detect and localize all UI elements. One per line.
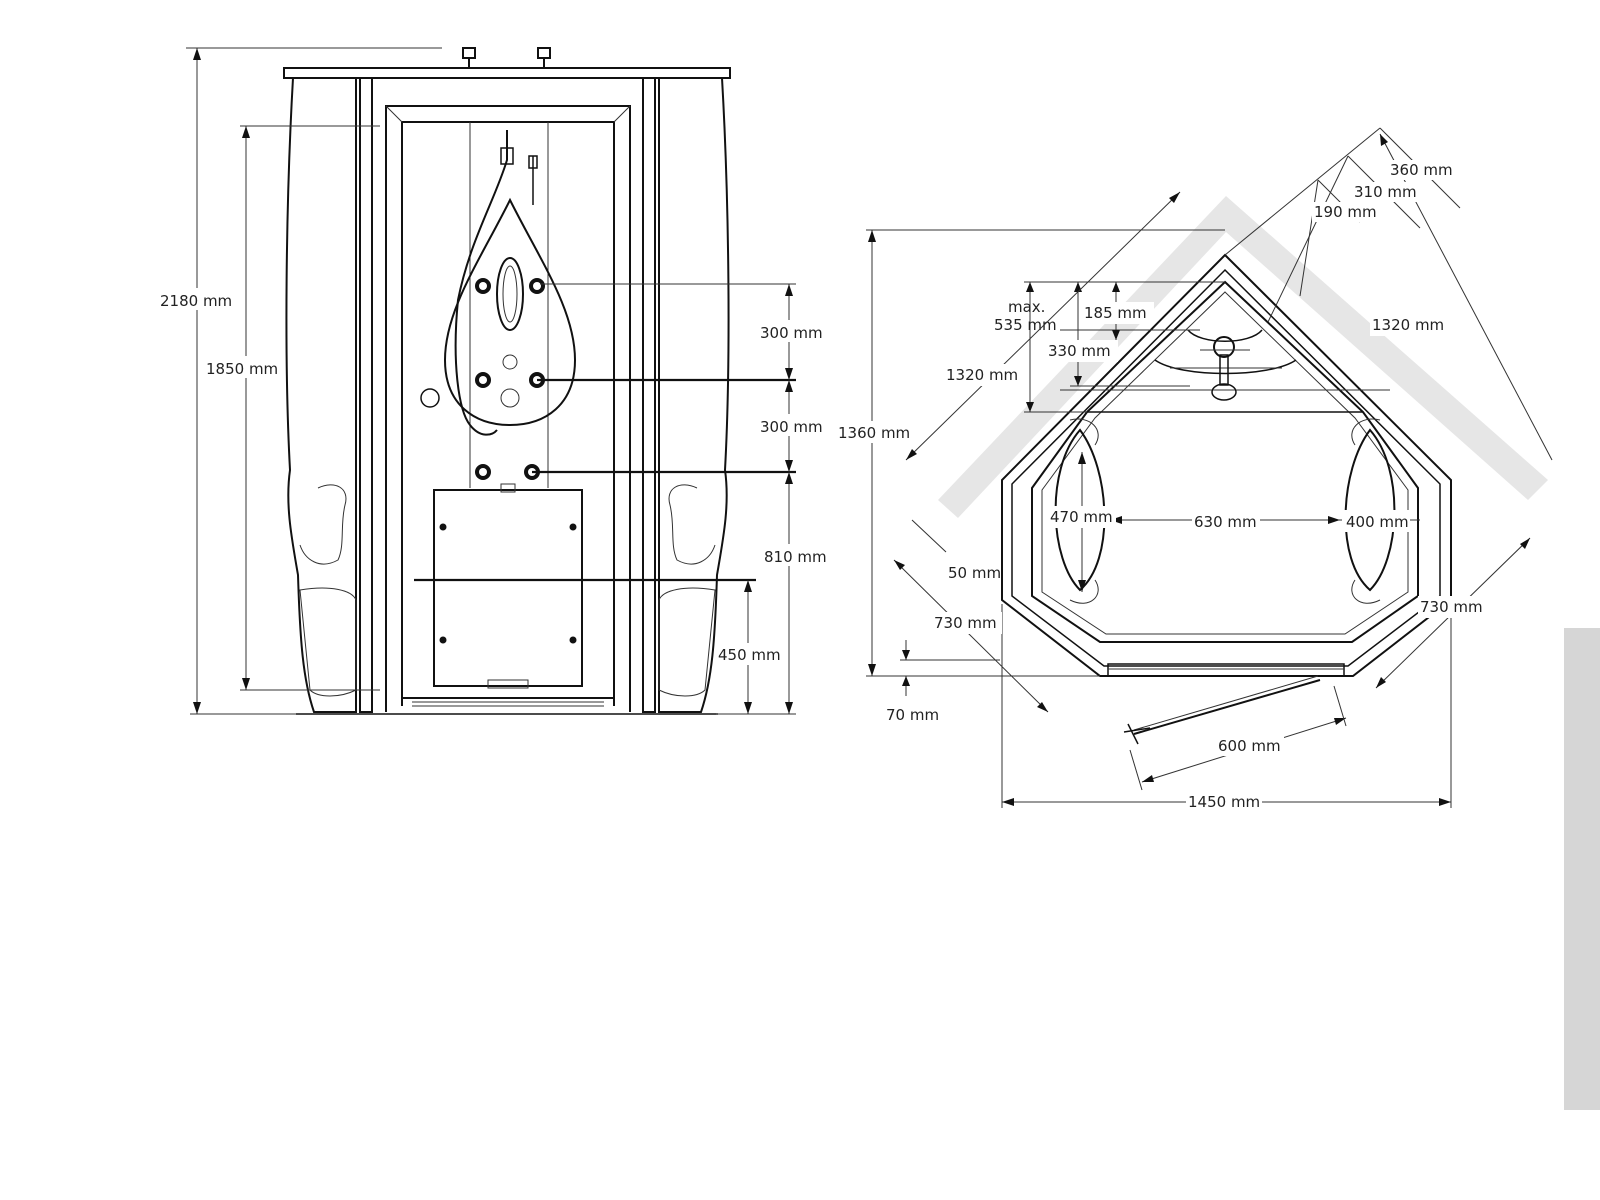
label-810: 810 mm: [764, 548, 827, 566]
door-handle-icon: [1123, 723, 1151, 745]
label-185: 185 mm: [1084, 304, 1147, 322]
label-1850: 1850 mm: [206, 360, 278, 378]
front-elevation: 2180 mm 1850 mm 300 mm 300 mm 810 mm 450…: [158, 47, 828, 715]
label-535: 535 mm: [994, 316, 1057, 334]
label-330: 330 mm: [1048, 342, 1111, 360]
shower-head-top-icon: [1213, 336, 1235, 358]
label-360: 360 mm: [1390, 161, 1453, 179]
label-1450: 1450 mm: [1188, 793, 1260, 811]
side-button: [420, 388, 440, 408]
label-300-top: 300 mm: [760, 324, 823, 342]
label-730-right: 730 mm: [1420, 598, 1483, 616]
teardrop-panel: [443, 197, 577, 427]
shower-head-holder: [500, 147, 514, 165]
label-1360: 1360 mm: [838, 424, 910, 442]
label-470: 470 mm: [1050, 508, 1113, 526]
right-glass-panel: [658, 77, 730, 713]
seat-left: [1054, 428, 1106, 592]
plan-view: 1360 mm 70 mm 1450 mm 600 mm 630 mm 400 …: [836, 127, 1553, 812]
door-swing: [1133, 679, 1321, 735]
label-450: 450 mm: [718, 646, 781, 664]
roof-fitting-left: [462, 47, 476, 59]
label-400: 400 mm: [1346, 513, 1409, 531]
control-knob: [502, 354, 518, 370]
shower-hose: [454, 130, 508, 436]
label-2180: 2180 mm: [160, 292, 232, 310]
label-630: 630 mm: [1194, 513, 1257, 531]
label-600: 600 mm: [1218, 737, 1281, 755]
dim-2180: 2180 mm: [158, 48, 296, 715]
left-glass-panel: [285, 77, 357, 713]
label-1320-right: 1320 mm: [1372, 316, 1444, 334]
label-70: 70 mm: [886, 706, 939, 724]
dim-1850: 1850 mm: [204, 125, 380, 691]
control-knob: [500, 388, 520, 408]
label-190: 190 mm: [1314, 203, 1377, 221]
label-1320-left: 1320 mm: [946, 366, 1018, 384]
side-scroll-tab: [1564, 628, 1600, 1110]
door-sill: [1107, 663, 1345, 677]
label-310: 310 mm: [1354, 183, 1417, 201]
oval-mirror: [496, 257, 524, 331]
roof-fitting-right: [537, 47, 551, 59]
label-max: max.: [1008, 298, 1045, 316]
roof-slab: [283, 67, 731, 79]
fold-seat: [433, 489, 583, 687]
label-730-left: 730 mm: [934, 614, 997, 632]
seat-right: [1344, 428, 1396, 592]
label-300-mid: 300 mm: [760, 418, 823, 436]
label-50: 50 mm: [948, 564, 1001, 582]
